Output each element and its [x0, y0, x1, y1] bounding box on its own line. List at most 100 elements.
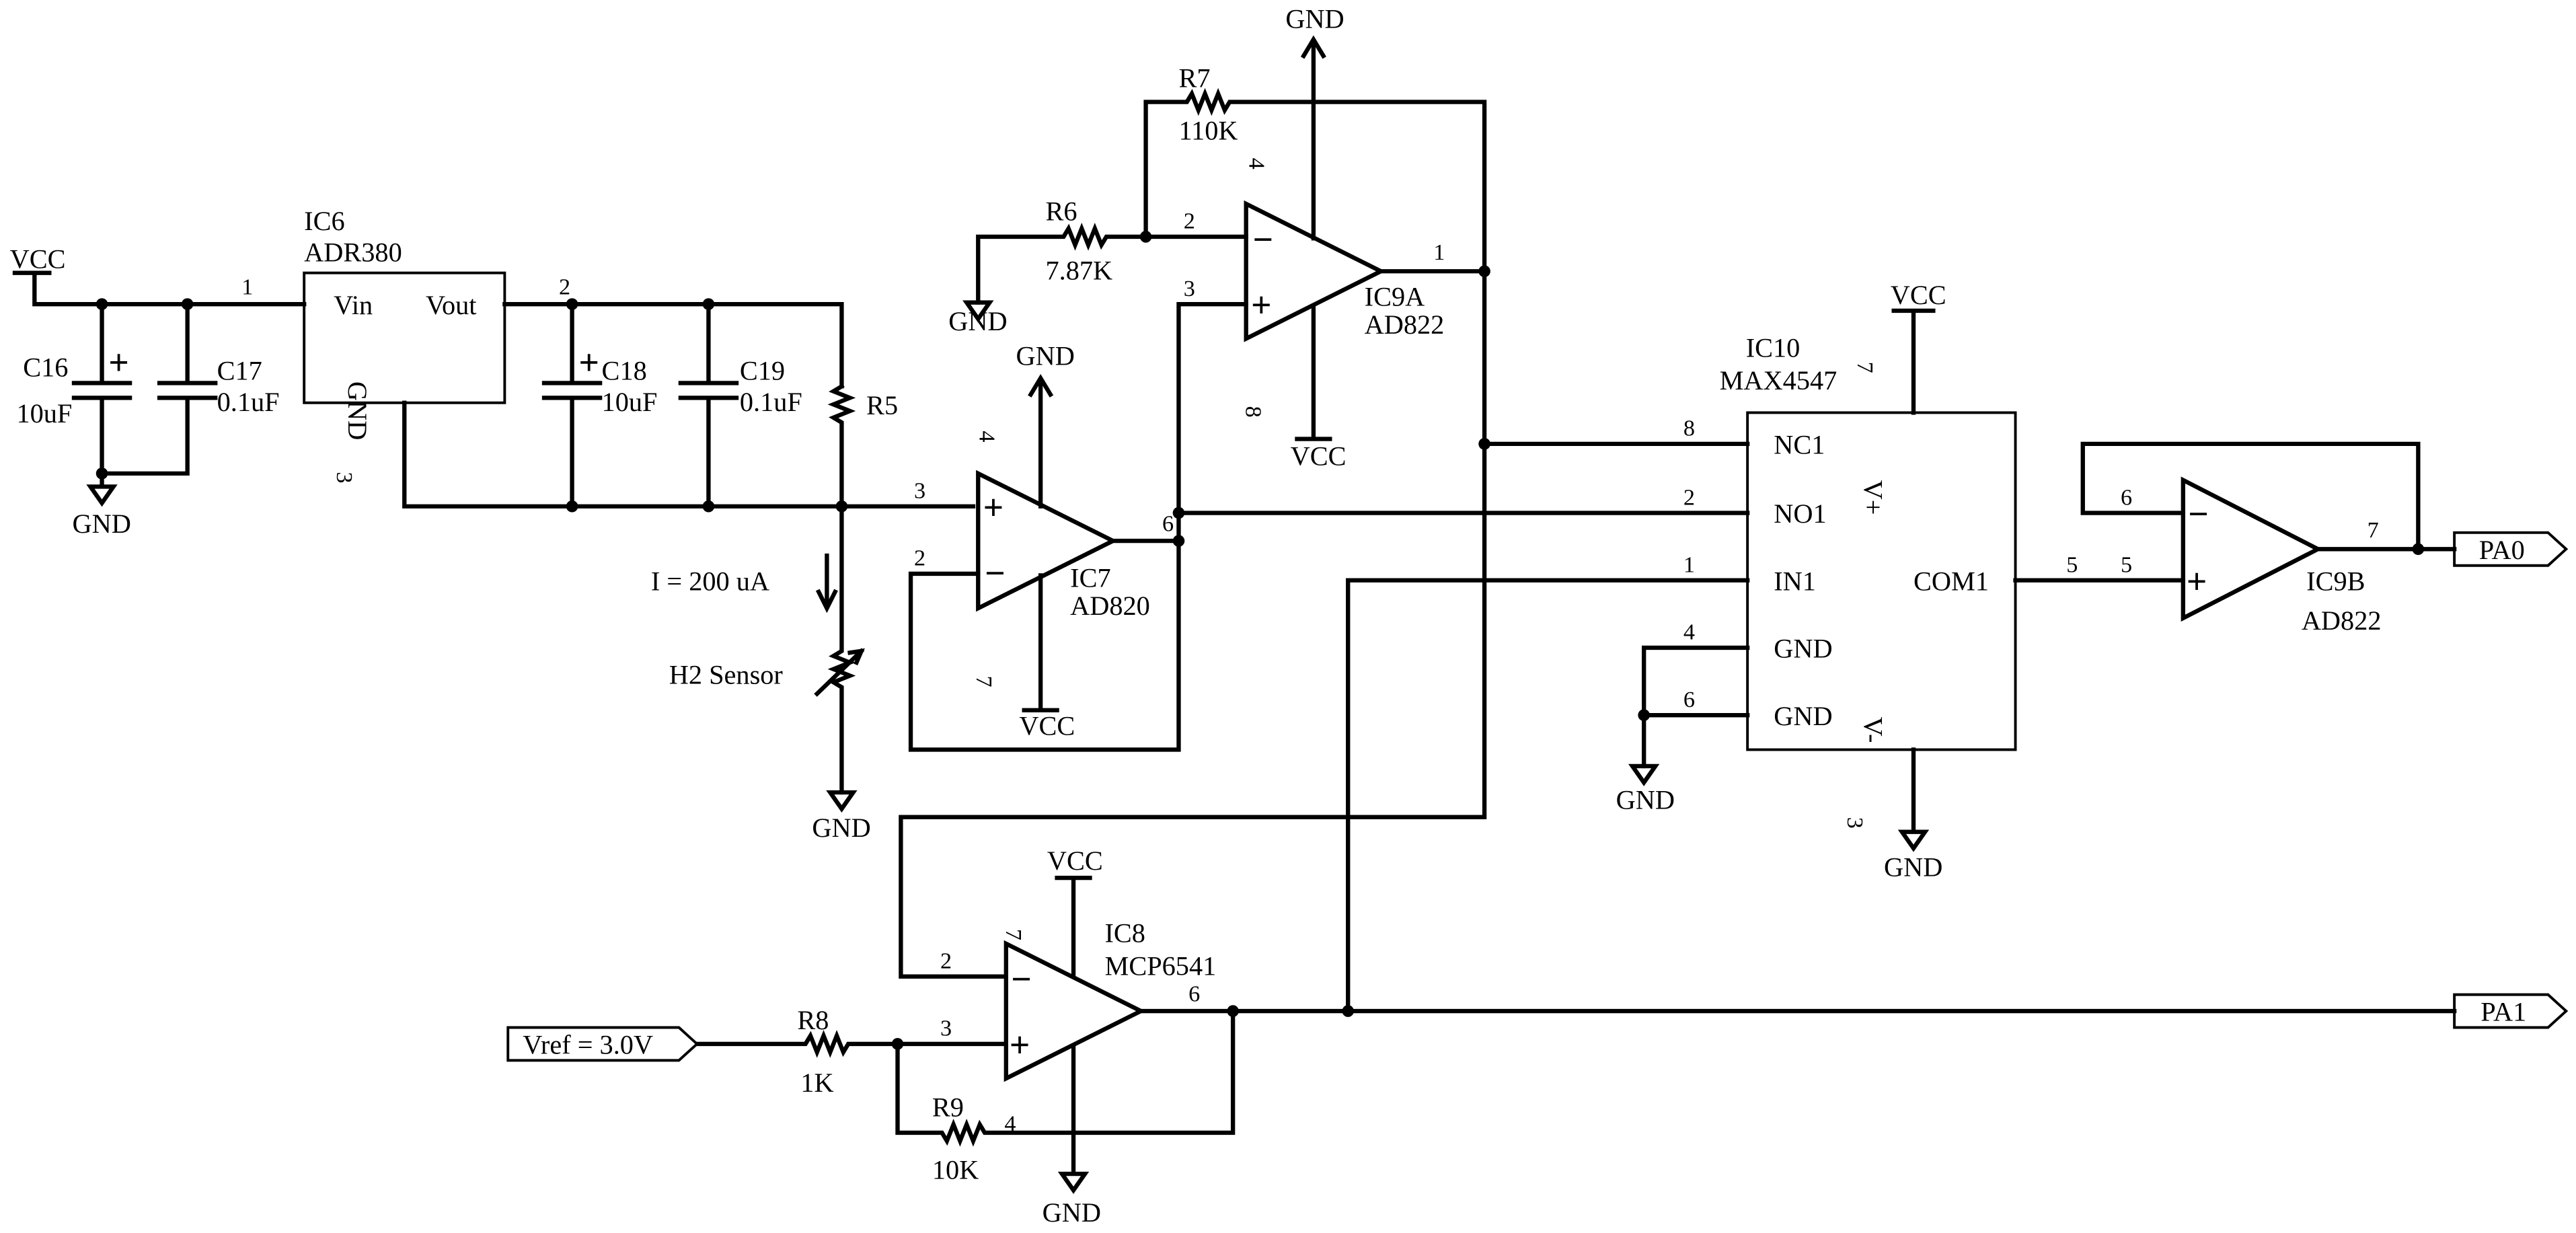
svg-text:7: 7 [2367, 518, 2379, 543]
ic6-pin-vout-label: Vout [426, 290, 476, 320]
svg-text:7: 7 [971, 675, 996, 687]
c19-value: 0.1uF [740, 387, 802, 417]
current-annotation: I = 200 uA [651, 566, 769, 596]
svg-text:GND: GND [1884, 852, 1942, 883]
r8-ref: R8 [797, 1005, 829, 1035]
ic9a-gain-opamp: − + IC9A AD822 2 3 1 4 8 GND VCC [1139, 4, 1445, 544]
ic7-buffer-opamp: + − IC7 AD820 3 2 4 7 6 GND VCC [908, 341, 1185, 752]
gnd-symbol: GND [73, 471, 131, 539]
svg-text:5: 5 [2066, 553, 2078, 578]
svg-text:4: 4 [1244, 158, 1269, 170]
ic6-pin2-number: 2 [559, 274, 570, 299]
svg-text:VCC: VCC [1047, 846, 1103, 876]
resistor-r5: R5 [827, 383, 898, 509]
port-pa1: PA1 [2453, 993, 2569, 1029]
svg-text:+: + [2187, 561, 2207, 601]
svg-text:GND: GND [948, 306, 1007, 336]
vref-label: Vref = 3.0V [523, 1030, 653, 1060]
ic7-part: AD820 [1070, 591, 1150, 621]
svg-text:GND: GND [1016, 341, 1074, 371]
current-arrow [815, 553, 838, 613]
r8-value: 1K [800, 1068, 833, 1098]
pa1-label: PA1 [2480, 997, 2526, 1027]
svg-text:V-: V- [1858, 717, 1889, 743]
resistor-r7: R7 110K [1143, 63, 1487, 274]
ic9b-output-buffer: − + IC9B AD822 6 5 7 [2013, 441, 2457, 636]
r6-ref: R6 [1045, 196, 1077, 226]
svg-text:−: − [2188, 494, 2209, 534]
svg-text:8: 8 [1683, 416, 1695, 441]
port-pa0: PA0 [2453, 531, 2569, 567]
ic6-ref: IC6 [304, 206, 344, 236]
svg-text:4: 4 [1683, 620, 1695, 645]
svg-text:6: 6 [2121, 485, 2132, 510]
ic10-ref: IC10 [1746, 332, 1801, 363]
ic6-pin-gnd-label: GND [342, 381, 373, 440]
h2-sensor: H2 Sensor I = 200 uA GND [651, 504, 871, 843]
resistor-r8: R8 1K [695, 1005, 900, 1098]
resistor-r6: R6 7.87K GND [948, 196, 1148, 336]
r7-ref: R7 [1178, 63, 1210, 94]
gnd-symbol: GND [812, 790, 871, 843]
vcc-input-section: VCC + C16 10uF C17 0.1uF GND [10, 244, 307, 539]
ic10-part: MAX4547 [1720, 365, 1838, 396]
svg-text:3: 3 [1184, 276, 1195, 301]
ic8-part: MCP6541 [1104, 950, 1216, 981]
reference-output-section: + C18 10uF C19 0.1uF R5 [402, 298, 976, 513]
c17-ref: C17 [217, 356, 262, 386]
svg-text:IN1: IN1 [1774, 566, 1816, 596]
svg-text:4: 4 [1004, 1111, 1016, 1136]
r9-value: 10K [932, 1154, 979, 1185]
svg-text:+: + [578, 342, 599, 383]
svg-text:GND: GND [1043, 1197, 1101, 1228]
ic9b-part: AD822 [2302, 605, 2382, 636]
c19-ref: C19 [740, 356, 785, 386]
svg-text:7: 7 [1001, 929, 1026, 940]
ic9a-output-net [899, 269, 1487, 979]
sensor-label: H2 Sensor [669, 660, 784, 690]
svg-text:NC1: NC1 [1774, 430, 1825, 460]
ic6-voltage-reference: IC6 ADR380 Vin Vout GND 1 2 3 [241, 206, 570, 483]
svg-text:2: 2 [1683, 485, 1695, 510]
c16-ref: C16 [23, 352, 68, 383]
svg-text:+: + [1251, 285, 1272, 326]
svg-text:6: 6 [1188, 981, 1200, 1006]
ic6-part: ADR380 [304, 237, 402, 268]
resistor-r9: R9 10K [932, 1092, 979, 1185]
c18-ref: C18 [602, 356, 647, 386]
c16-value: 10uF [16, 398, 72, 428]
svg-text:VCC: VCC [1891, 280, 1946, 310]
pa0-label: PA0 [2479, 535, 2525, 565]
svg-text:VCC: VCC [1291, 441, 1347, 472]
svg-text:3: 3 [940, 1016, 952, 1041]
vcc-label: VCC [10, 244, 66, 274]
svg-text:−: − [985, 553, 1006, 593]
vcc-input-wire [12, 270, 307, 307]
capacitor-c18: + C18 10uF [541, 301, 658, 509]
r6-value: 7.87K [1045, 255, 1112, 285]
svg-text:+: + [1010, 1024, 1030, 1065]
capacitor-c17: C17 0.1uF [100, 301, 280, 476]
svg-text:2: 2 [914, 546, 925, 571]
svg-text:NO1: NO1 [1774, 498, 1826, 529]
ic6-pin-vin-label: Vin [334, 290, 373, 320]
ic9a-ref: IC9A [1365, 282, 1425, 312]
ic6-pin3-number: 3 [332, 472, 356, 483]
ic8-ref: IC8 [1104, 918, 1145, 948]
gnd-symbol: GND [948, 300, 1008, 336]
ic9b-ref: IC9B [2306, 566, 2365, 596]
svg-text:GND: GND [1616, 784, 1675, 815]
svg-text:2: 2 [1184, 209, 1195, 234]
c18-value: 10uF [602, 387, 658, 417]
svg-text:COM1: COM1 [1914, 566, 1989, 596]
svg-text:2: 2 [940, 949, 952, 974]
svg-text:V+: V+ [1858, 480, 1889, 515]
svg-text:8: 8 [1241, 406, 1266, 418]
capacitor-c16: + C16 10uF [16, 301, 132, 476]
gnd-label: GND [73, 509, 131, 539]
r7-value: 110K [1178, 116, 1238, 146]
svg-text:3: 3 [1842, 817, 1867, 829]
svg-text:5: 5 [2121, 553, 2132, 578]
svg-text:GND: GND [1285, 4, 1344, 34]
